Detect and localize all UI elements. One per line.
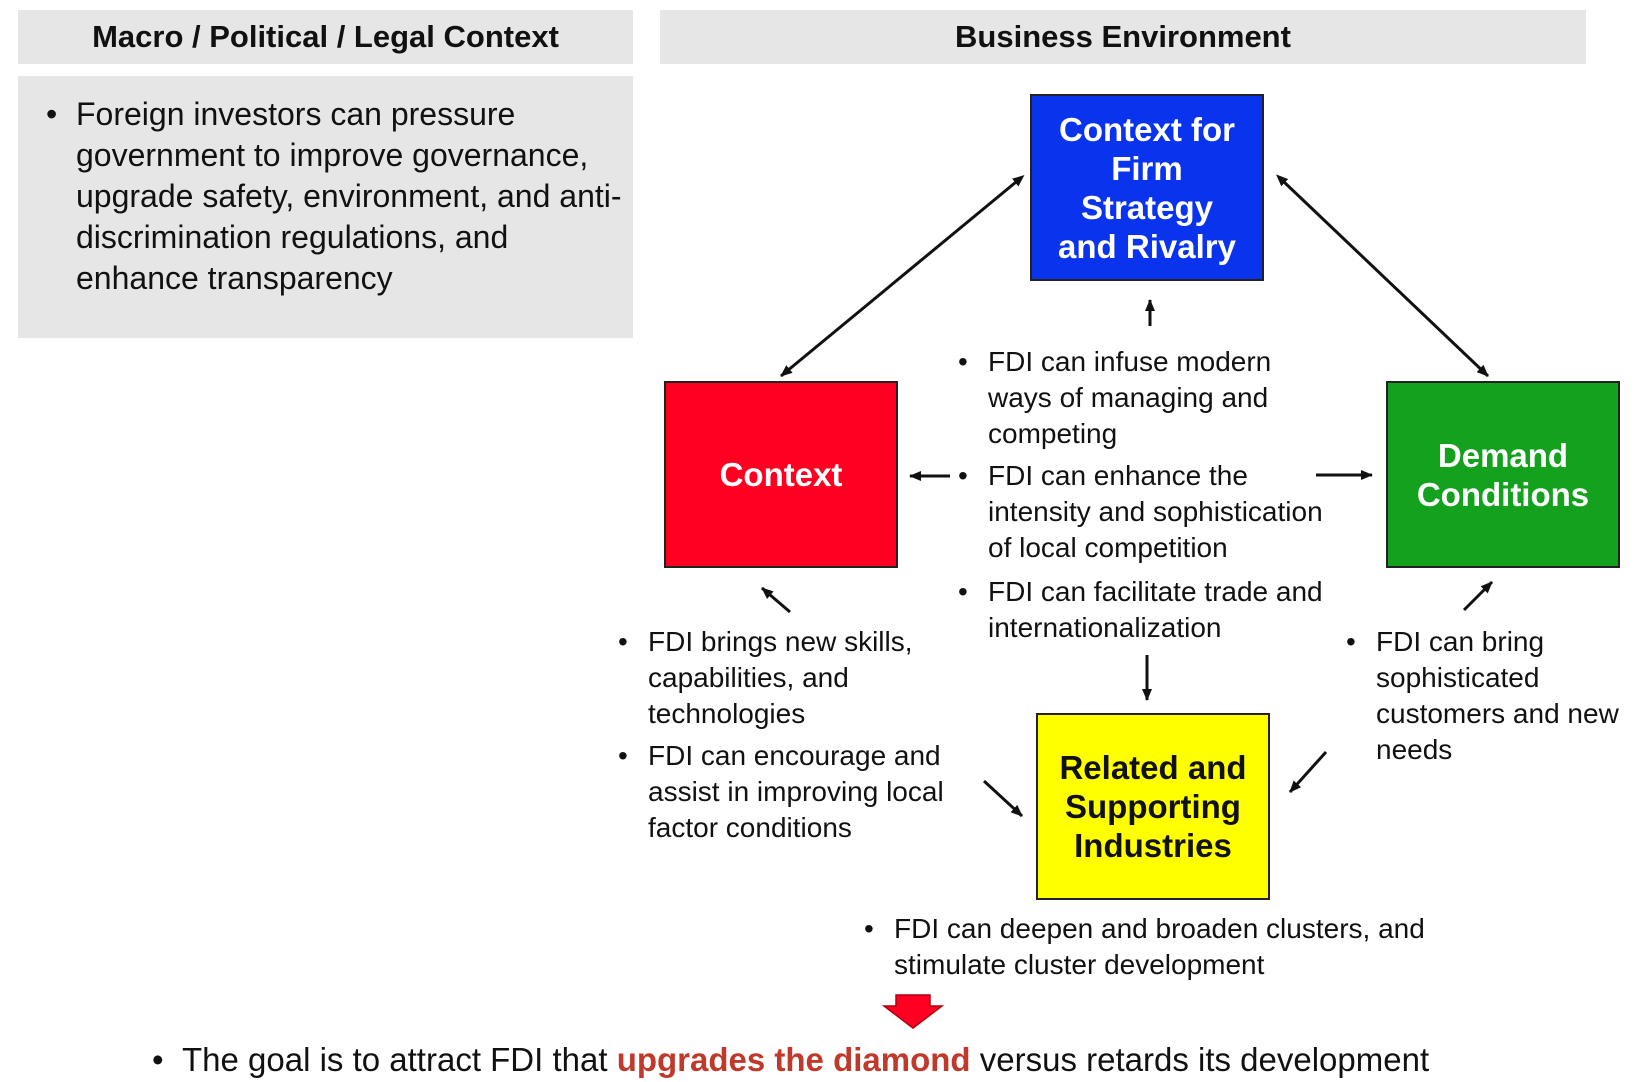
- business-environment-header: Business Environment: [660, 10, 1586, 64]
- right-bullet: FDI can bring sophisticated customers an…: [1346, 624, 1636, 768]
- left-bullet-1: FDI brings new skills, capabilities, and…: [618, 624, 968, 732]
- center-bullet-2: FDI can enhance the intensity and sophis…: [958, 458, 1353, 566]
- box-context: Context: [664, 381, 898, 568]
- red-down-arrow: [881, 994, 945, 1029]
- goal-statement: The goal is to attract FDI that upgrades…: [152, 1040, 1582, 1080]
- macro-context-header: Macro / Political / Legal Context: [18, 10, 633, 64]
- box-strategy-label: Context for Firm Strategy and Rivalry: [1058, 110, 1236, 265]
- arrow-downright-to-related: [982, 779, 1024, 818]
- box-demand-label: Demand Conditions: [1416, 436, 1590, 513]
- macro-context-panel: Foreign investors can pressure governmen…: [18, 76, 633, 338]
- arrow-downleft-to-related: [1288, 750, 1328, 794]
- box-related-supporting-industries: Related and Supporting Industries: [1036, 713, 1270, 900]
- macro-bullet: Foreign investors can pressure governmen…: [46, 94, 636, 299]
- box-demand-conditions: Demand Conditions: [1386, 381, 1620, 568]
- bottom-bullet: FDI can deepen and broaden clusters, and…: [864, 911, 1534, 983]
- arrow-upright-to-demand: [1462, 580, 1494, 612]
- center-bullet-3: FDI can facilitate trade and internation…: [958, 574, 1353, 646]
- arrow-strategy-context: [780, 174, 1025, 378]
- center-bullet-1: FDI can infuse modern ways of managing a…: [958, 344, 1328, 452]
- arrow-strategy-demand: [1276, 174, 1490, 378]
- box-related-label: Related and Supporting Industries: [1059, 749, 1247, 864]
- box-context-label: Context: [719, 456, 843, 493]
- goal-suffix: versus retards its development: [970, 1041, 1430, 1078]
- box-firm-strategy-rivalry: Context for Firm Strategy and Rivalry: [1030, 94, 1264, 281]
- left-bullet-2: FDI can encourage and assist in improvin…: [618, 738, 988, 846]
- arrow-upleft-to-context: [761, 586, 791, 614]
- goal-highlight: upgrades the diamond: [616, 1041, 971, 1078]
- goal-prefix: The goal is to attract FDI that: [182, 1041, 617, 1078]
